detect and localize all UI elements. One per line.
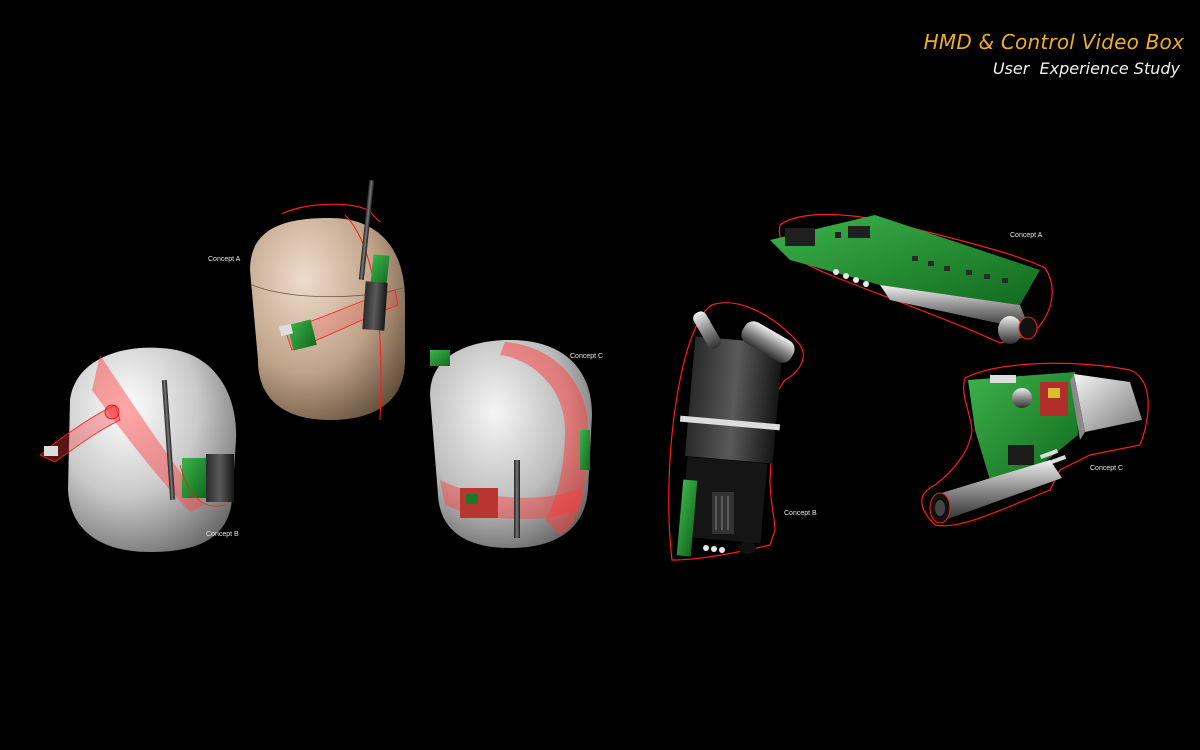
video-box-concept-c <box>921 362 1149 527</box>
hmd-concept-b <box>39 347 237 552</box>
hmd-concept-c <box>430 340 592 548</box>
hmd-concept-b-label: Concept B <box>206 531 239 538</box>
video-box-concept-b-label: Concept B <box>784 510 817 517</box>
video-box-concept-c-label: Concept C <box>1090 465 1124 472</box>
video-box-concept-b <box>668 302 804 561</box>
video-box-concept-a <box>770 213 1053 344</box>
hmd-concept-c-label: Concept C <box>570 353 604 360</box>
hmd-concept-a-label: Concept A <box>208 256 241 263</box>
video-box-concept-a-label: Concept A <box>1010 232 1043 239</box>
hmd-concept-a <box>250 180 405 421</box>
slide-subtitle: User Experience Study <box>992 59 1180 78</box>
slide-title: HMD & Control Video Box <box>923 30 1184 54</box>
